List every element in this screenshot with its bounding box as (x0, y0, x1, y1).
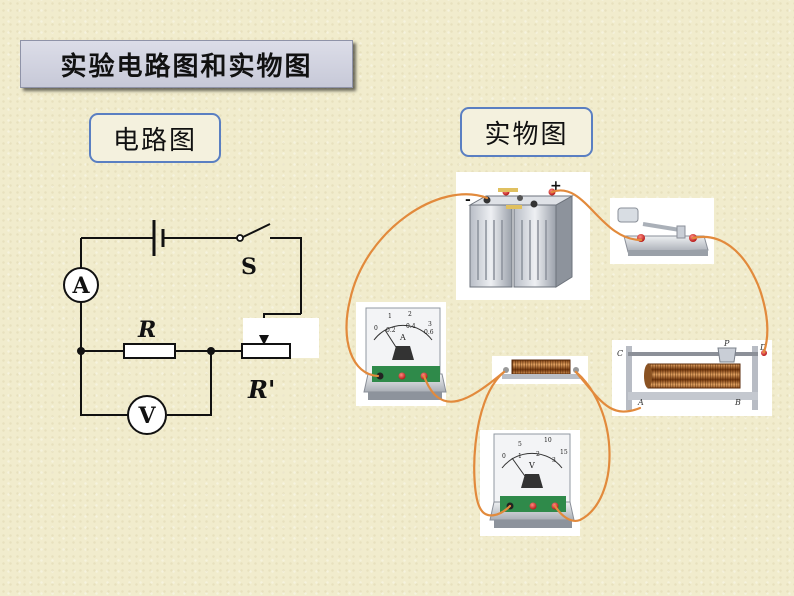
battery-negative-sign: - (465, 192, 471, 208)
ammeter-unit: A (399, 333, 406, 342)
ammeter-tick-02: 0.2 (386, 327, 396, 334)
rheostat-letter-a: A (637, 398, 644, 407)
knife-switch-device (610, 198, 714, 264)
physical-diagram-label: 实物图 (460, 107, 593, 157)
ammeter-tick-1: 1 (388, 313, 392, 320)
switch-label: S (241, 254, 257, 280)
ammeter-scale: 0 1 2 3 0.2 0.4 0.6 (374, 311, 434, 336)
voltmeter-tick-15: 15 (560, 449, 568, 456)
connecting-wires (345, 189, 769, 522)
voltmeter-label: V (137, 403, 156, 429)
rheostat-slider-arrow (259, 335, 269, 345)
voltmeter-scale: 0 5 10 15 1 2 3 (502, 437, 568, 464)
wire-ammeter-to-resistor (422, 370, 506, 403)
voltmeter-unit: V (528, 461, 535, 470)
wire-top-right (270, 237, 302, 314)
battery-positive-sign: + (550, 178, 562, 194)
ammeter-tick-06: 0.6 (424, 329, 434, 336)
wire-switch-to-rheostat (691, 235, 769, 354)
ammeter-tick-0: 0 (374, 325, 378, 332)
switch-symbol (236, 223, 271, 242)
resistor-label: R (137, 317, 156, 343)
rheostat-symbol (241, 343, 291, 359)
wire-battery-pos-to-switch (550, 189, 643, 242)
rheostat-label: R' (247, 375, 275, 404)
resistor-symbol (123, 343, 176, 359)
rheostat-letter-p: P (723, 339, 730, 348)
ammeter-label: A (71, 273, 90, 299)
voltmeter-tick-1: 1 (518, 453, 522, 460)
voltmeter-tick-3: 3 (552, 457, 556, 464)
battery-symbol (152, 220, 165, 256)
voltmeter-tick-5: 5 (518, 441, 522, 448)
rheostat-letter-b: B (734, 398, 741, 407)
wire-resistor-to-voltmeter-pos (553, 370, 611, 522)
page-title: 实验电路图和实物图 (20, 40, 353, 88)
rheostat-letter-c: C (617, 349, 623, 358)
ammeter-tick-04: 0.4 (406, 323, 416, 330)
ammeter-tick-3: 3 (428, 321, 432, 328)
ammeter-tick-2: 2 (408, 311, 412, 318)
wire-left-lower (80, 302, 128, 416)
rheostat-letter-d: D (759, 343, 767, 352)
junction-right (207, 347, 215, 355)
voltmeter-symbol (127, 395, 167, 435)
circuit-diagram (80, 237, 302, 416)
voltmeter-tick-10: 10 (544, 437, 552, 444)
circuit-diagram-label: 电路图 (89, 113, 221, 163)
wire-voltmeter-right (167, 351, 212, 416)
wire-resistor-to-voltmeter-neg (473, 370, 512, 517)
ammeter-symbol (63, 267, 99, 303)
voltmeter-tick-0: 0 (502, 453, 506, 460)
voltmeter-device (480, 430, 580, 536)
battery-device (456, 172, 590, 300)
voltmeter-tick-2: 2 (536, 451, 540, 458)
wire-battery-neg-to-ammeter (345, 193, 489, 378)
fixed-resistor-device (492, 356, 588, 384)
slide-rheostat-device (612, 340, 772, 416)
junction-left (77, 347, 85, 355)
